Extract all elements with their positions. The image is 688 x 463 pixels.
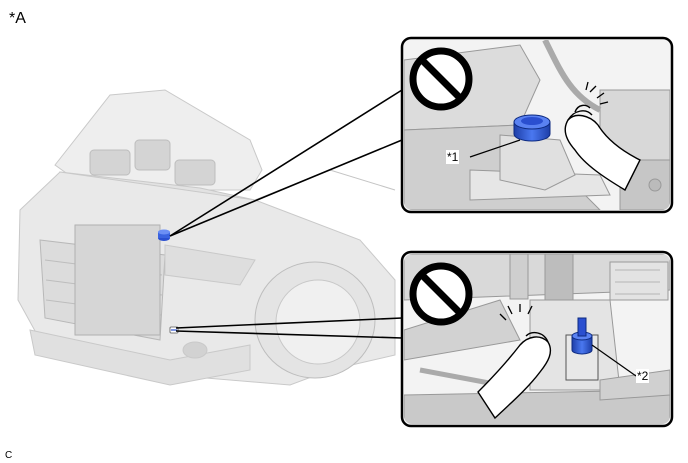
hand-icon [564, 104, 641, 191]
drain-plug-icon [565, 317, 599, 381]
prohibition-icon [409, 47, 473, 111]
detail-panel-top [400, 36, 674, 214]
reservoir-cap-icon [513, 114, 551, 142]
motion-marks [499, 304, 533, 321]
reservoir-cap-icon [158, 229, 170, 241]
callout-2: *2 [636, 369, 650, 383]
vehicle-illustration [17, 89, 396, 386]
detail-panel-bottom [400, 250, 674, 428]
figure-label: *A [9, 10, 26, 27]
callout-1: *1 [446, 150, 460, 164]
motion-marks [585, 81, 609, 105]
callout-1-leader [469, 139, 521, 158]
leader-lines [169, 89, 403, 339]
callout-2-leader [591, 344, 637, 377]
hand-icon [477, 331, 552, 420]
corner-code: C [5, 450, 13, 461]
prohibition-icon [409, 262, 473, 326]
